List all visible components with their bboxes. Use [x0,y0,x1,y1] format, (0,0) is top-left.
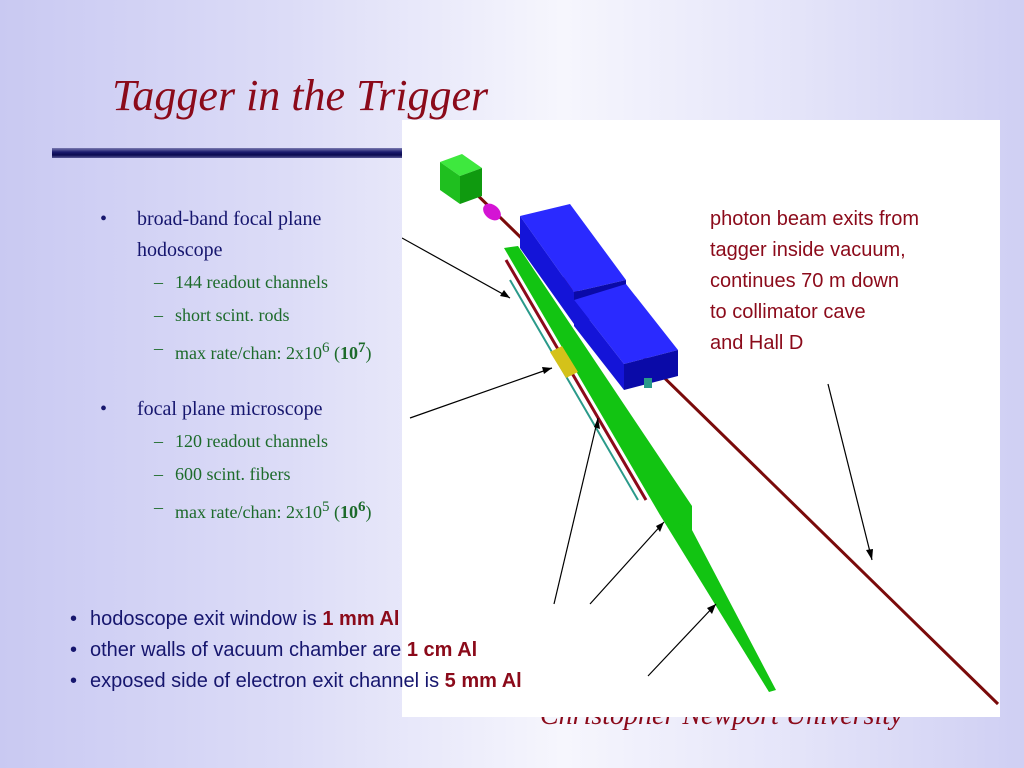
dash-marker: – [154,272,163,292]
caption-line: tagger inside vacuum, [710,239,906,261]
rate-exponent: 5 [321,499,330,515]
sub-bullet-text: 600 scint. fibers [175,464,291,484]
sub-bullet-scint-fibers: – 600 scint. fibers [100,458,410,491]
caption-line: continues 70 m down [710,270,900,292]
dash-marker: – [154,305,163,325]
focal-plane-edge [504,259,648,501]
microscope [550,346,578,378]
tagger-diagram-svg [402,154,1000,706]
sub-bullet-readout-channels: – 120 readout channels [100,425,410,458]
bullet-hodoscope-line2: hodoscope [137,239,223,261]
sub-bullet-max-rate: – max rate/chan: 2x105 (106) [100,491,410,529]
arrow-head [500,290,510,298]
bullet-hodoscope: • broad-band focal plane hodoscope [100,204,410,266]
bullet-microscope-line1: focal plane microscope [137,398,323,420]
rate-bold: 10 [339,502,358,522]
dash-marker: – [154,464,163,484]
arrow-hodoscope [402,237,511,299]
caption-line: to collimator cave [710,301,866,323]
rate-open: ( [329,343,340,363]
bullet-hodoscope-line1: broad-band focal plane [137,208,322,230]
slide-title: Tagger in the Trigger [112,71,489,120]
sub-bullet-text: short scint. rods [175,305,290,325]
beam-element [483,203,501,221]
bullet-dot: • [70,670,78,692]
beam-port [644,378,652,388]
arrow-microscope [409,367,553,419]
electron-exit-channel [660,515,776,692]
rate-bold: 10 [339,343,358,363]
beam-caption: photon beam exits from tagger inside vac… [710,204,919,359]
dash-marker: – [154,431,163,451]
rate-close: ) [365,502,372,522]
vacuum-chamber [504,246,692,532]
material-item: • other walls of vacuum chamber are 1 cm … [70,635,522,666]
magnet-2-front [574,300,624,390]
target-block-front [440,162,460,204]
material-item: • hodoscope exit window is 1 mm Al [70,604,522,635]
rate-open: ( [329,502,340,522]
bullet-dot: • [100,208,108,230]
caption-line: and Hall D [710,332,804,354]
magnet-1-top [520,204,626,292]
arrow-head [656,522,664,532]
bullet-list: • broad-band focal plane hodoscope – 144… [100,204,410,529]
material-text: exposed side of electron exit channel is [90,670,445,692]
arrow-exit-window [553,417,599,605]
arrow-head [594,418,600,429]
rate-bold-exponent: 7 [357,340,366,356]
target-block-top [440,154,482,176]
arrow-exit-channel [647,603,717,677]
hodoscope-line [509,279,639,501]
magnet-1-front [520,216,574,324]
bullet-dot: • [70,608,78,630]
magnet-2-top [574,284,678,364]
arrow-photon-beam [827,383,873,561]
rate-bold-exponent: 6 [357,499,366,515]
target-block-side [460,168,482,204]
rate-exponent: 6 [321,340,330,356]
arrow-head [707,604,716,614]
arrow-chamber-wall [589,521,665,605]
bullet-dot: • [100,398,108,420]
magnet-2-side [624,350,678,390]
material-value: 1 cm Al [406,639,478,661]
sub-bullet-readout-channels: – 144 readout channels [100,266,410,299]
material-value: 1 mm Al [322,608,400,630]
sub-bullet-text: 120 readout channels [175,431,328,451]
bullet-microscope: • focal plane microscope [100,394,410,425]
material-text: other walls of vacuum chamber are [90,639,407,661]
material-list: • hodoscope exit window is 1 mm Al • other… [70,604,522,697]
rate-prefix: max rate/chan: 2x10 [175,343,322,363]
arrow-head [542,367,552,374]
rate-prefix: max rate/chan: 2x10 [175,502,322,522]
title-underline [52,148,412,158]
sub-bullet-text: 144 readout channels [175,272,328,292]
material-item: • exposed side of electron exit channel i… [70,666,522,697]
dash-marker: – [154,497,163,517]
sub-bullet-scint-rods: – short scint. rods [100,299,410,332]
rate-close: ) [365,343,372,363]
sub-bullet-max-rate: – max rate/chan: 2x106 (107) [100,332,410,370]
arrow-head [866,549,873,560]
material-text: hodoscope exit window is [90,608,323,630]
material-value: 5 mm Al [444,670,522,692]
caption-line: photon beam exits from [710,208,919,230]
dash-marker: – [154,338,163,358]
bullet-dot: • [70,639,78,661]
tagger-diagram: photon beam exits from tagger inside vac… [402,120,1000,717]
